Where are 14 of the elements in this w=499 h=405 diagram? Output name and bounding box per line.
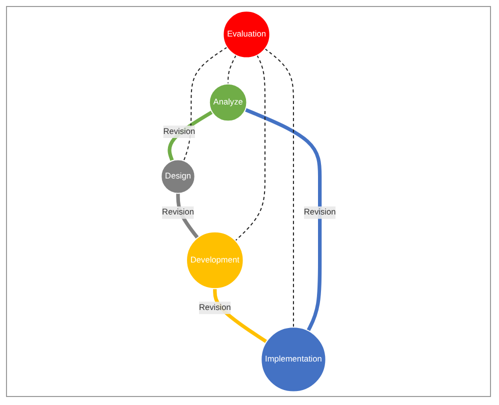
edge-label: Revision [198, 303, 231, 312]
connector [244, 108, 322, 332]
edge-label: Revision [304, 208, 336, 217]
node-circle: Design [160, 159, 196, 194]
connector [183, 46, 228, 161]
edge-label: Revision [163, 127, 196, 136]
connector [264, 48, 294, 328]
node-circle: Evaluation [222, 10, 270, 58]
connector [228, 55, 236, 84]
connector [235, 55, 266, 242]
edge-label: Revision [162, 208, 194, 217]
node-circle: Implementation [260, 326, 326, 392]
node-circle: Development [186, 231, 244, 290]
node-circle: Analyze [208, 83, 248, 122]
